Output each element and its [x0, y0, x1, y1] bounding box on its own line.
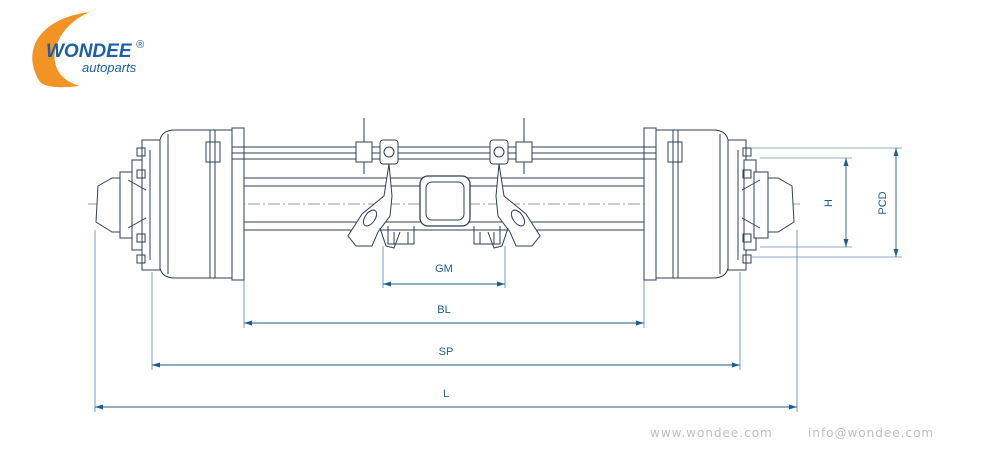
- left-hub: [95, 139, 161, 271]
- dim-label-gm: GM: [435, 263, 453, 275]
- dim-label-pcd: PCD: [877, 191, 889, 214]
- right-brake-drum: [643, 127, 729, 281]
- footer-website: www.wondee.com: [650, 426, 773, 440]
- footer-email: info@wondee.com: [808, 426, 934, 440]
- dim-label-l: L: [443, 388, 449, 400]
- logo-swoosh-icon: [32, 12, 90, 88]
- dim-label-sp: SP: [439, 346, 454, 358]
- logo: WONDEE ® autoparts: [32, 12, 145, 88]
- dim-label-bl: BL: [437, 304, 450, 316]
- camshaft: [232, 146, 656, 160]
- logo-registered: ®: [136, 39, 145, 51]
- logo-sub: autoparts: [82, 60, 137, 75]
- axle-drawing: [88, 118, 800, 281]
- logo-brand: WONDEE: [46, 41, 133, 62]
- spring-seats: [387, 226, 501, 245]
- right-slack-adjuster: [487, 118, 541, 249]
- left-brake-drum: [159, 127, 245, 281]
- axle-tube-section: [419, 175, 471, 227]
- dimension-lines: [94, 147, 902, 412]
- left-slack-adjuster: [347, 118, 401, 249]
- right-hub: [727, 139, 795, 271]
- dim-label-h: H: [823, 199, 835, 207]
